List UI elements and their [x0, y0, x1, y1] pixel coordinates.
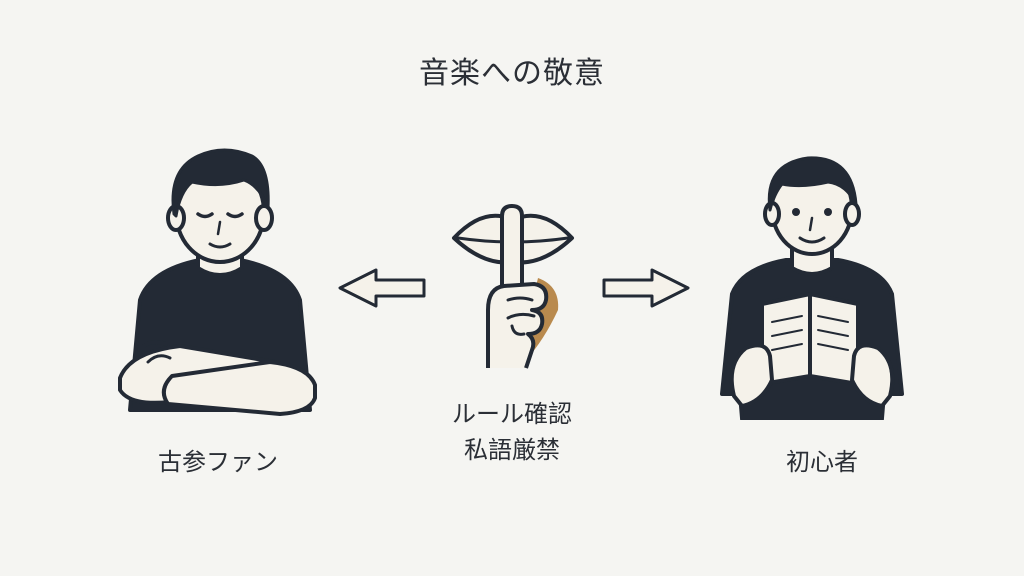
- veteran-fan-label: 古参ファン: [158, 448, 278, 476]
- beginner-label: 初心者: [786, 448, 858, 476]
- no-talking-text: 私語厳禁: [464, 436, 560, 464]
- beginner-hair: [767, 156, 858, 212]
- page-title: 音楽への敬意: [419, 56, 605, 91]
- rule-check-text: ルール確認: [452, 400, 572, 428]
- right-arrow-icon: [602, 268, 690, 308]
- left-arrow-icon: [338, 268, 426, 308]
- veteran-fan-arm-right: [161, 360, 317, 416]
- beginner-illustration: [720, 156, 904, 420]
- left-hand: [729, 343, 774, 408]
- shush-gesture-icon: [452, 204, 574, 369]
- center-rule-label: ルール確認 私語厳禁: [400, 396, 624, 468]
- veteran-fan-illustration: [118, 148, 317, 416]
- right-hand: [850, 343, 895, 408]
- index-finger: [500, 204, 524, 300]
- veteran-fan-hair: [171, 148, 270, 218]
- hand-fist: [486, 282, 549, 369]
